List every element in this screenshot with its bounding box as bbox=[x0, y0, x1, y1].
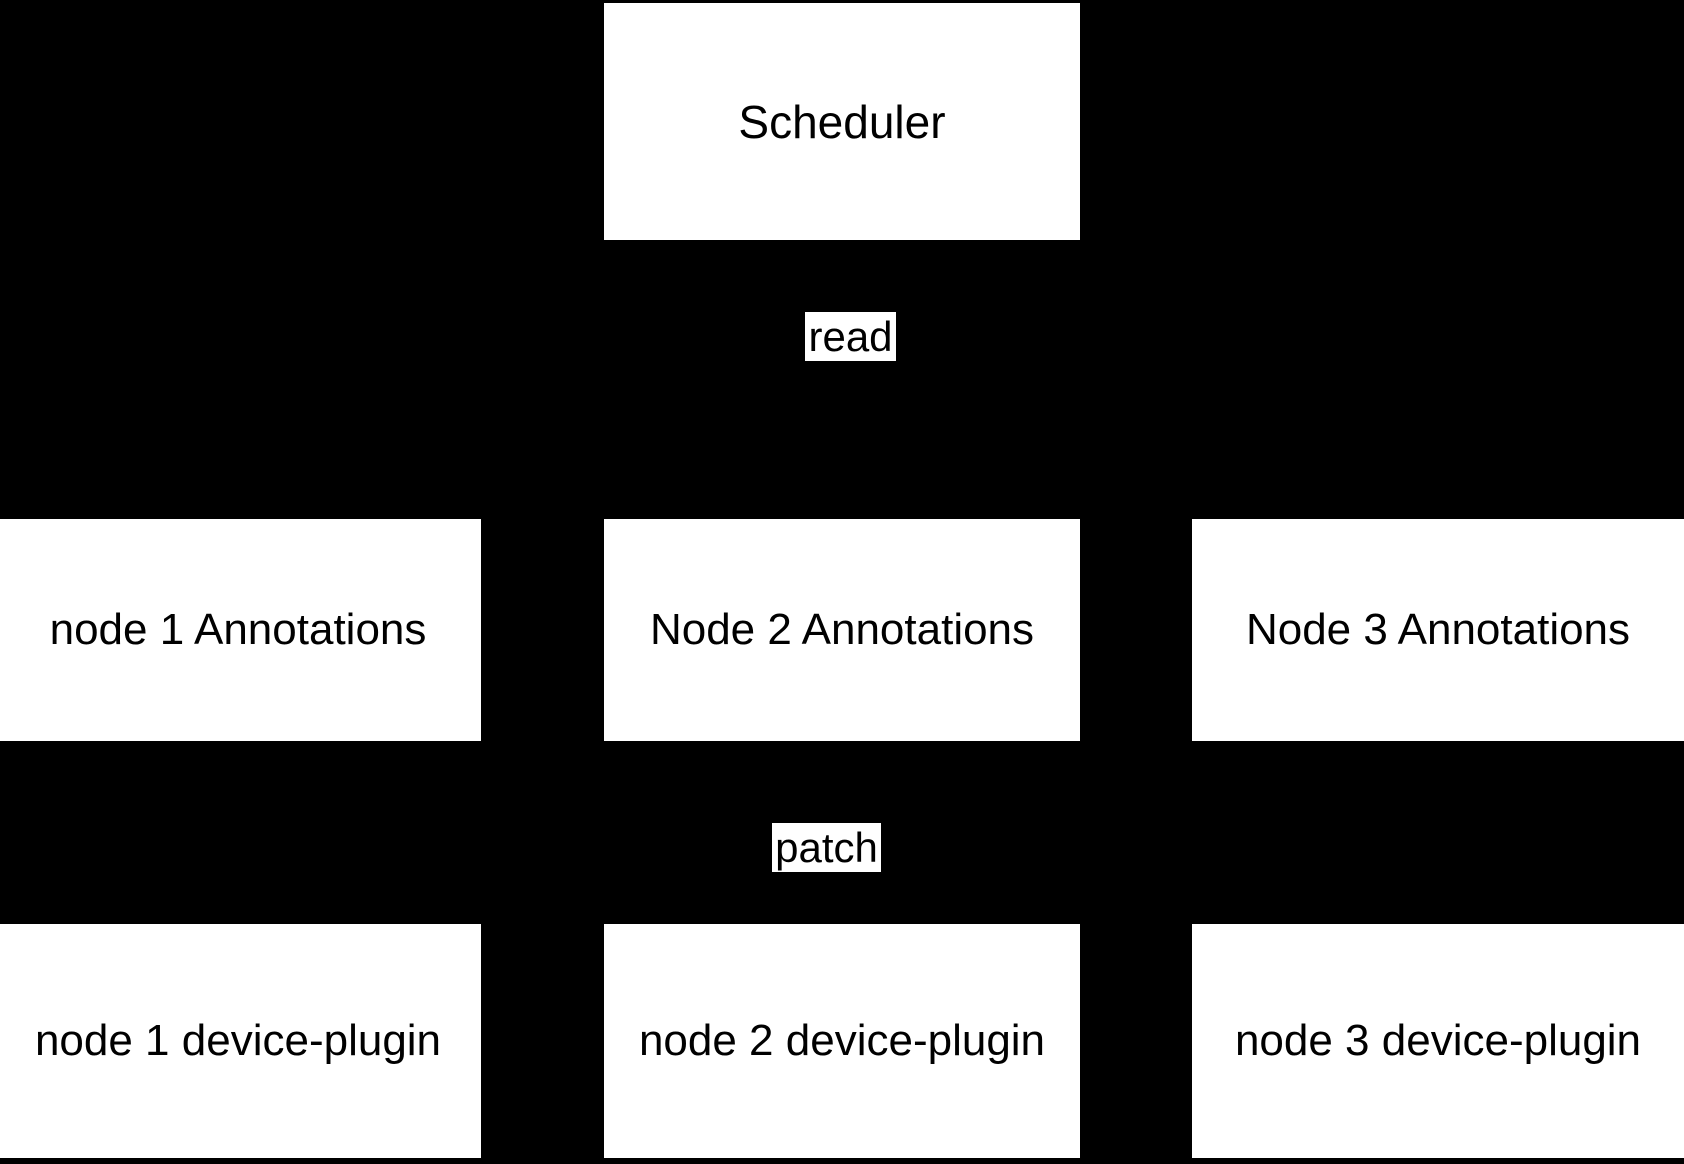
node-node-1-annotations-label: node 1 Annotations bbox=[49, 605, 427, 654]
node-node-2-annotations[interactable]: Node 2 Annotations bbox=[604, 519, 1080, 741]
node-node-3-device-plugin[interactable]: node 3 device-plugin bbox=[1192, 924, 1684, 1158]
node-node-3-device-plugin-label: node 3 device-plugin bbox=[1234, 1016, 1642, 1065]
node-node-2-annotations-label: Node 2 Annotations bbox=[649, 605, 1035, 654]
node-node-1-annotations[interactable]: node 1 Annotations bbox=[0, 519, 481, 741]
node-node-2-device-plugin-label: node 2 device-plugin bbox=[638, 1016, 1046, 1065]
node-scheduler-label: Scheduler bbox=[738, 95, 946, 148]
edge-label-read: read bbox=[805, 312, 896, 361]
node-node-1-device-plugin-label: node 1 device-plugin bbox=[34, 1016, 442, 1065]
node-scheduler[interactable]: Scheduler bbox=[604, 3, 1080, 240]
node-node-3-annotations-label: Node 3 Annotations bbox=[1245, 605, 1631, 654]
edge-label-patch: patch bbox=[772, 823, 881, 872]
node-node-2-device-plugin[interactable]: node 2 device-plugin bbox=[604, 924, 1080, 1158]
node-node-1-device-plugin[interactable]: node 1 device-plugin bbox=[0, 924, 481, 1158]
node-node-3-annotations[interactable]: Node 3 Annotations bbox=[1192, 519, 1684, 741]
